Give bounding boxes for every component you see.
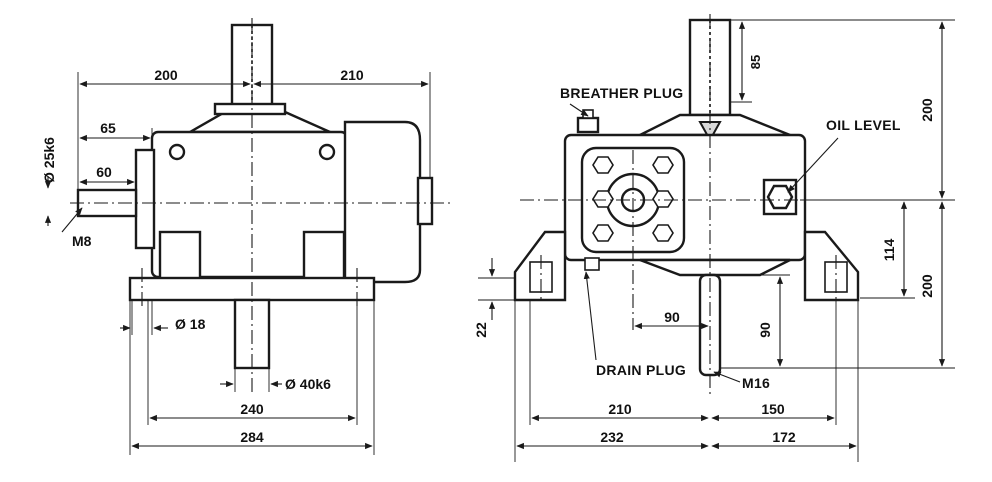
dim-input-shaft-diameter: Ø 25k6 <box>41 137 57 183</box>
dim-output-shaft-diameter: Ø 40k6 <box>285 376 331 392</box>
side-view: BREATHER PLUG OIL LEVEL DRAIN PLUG M16 8… <box>473 14 955 462</box>
dim-150: 150 <box>761 401 785 417</box>
breather-plug-label: BREATHER PLUG <box>560 85 683 101</box>
dim-240: 240 <box>240 401 264 417</box>
dim-200-front: 200 <box>154 67 178 83</box>
side-hex-bolt-5 <box>592 190 614 208</box>
side-hex-bolt-6 <box>652 190 674 208</box>
front-right-cap <box>416 176 434 226</box>
dim-232: 232 <box>600 429 624 445</box>
front-bolt-1 <box>168 143 186 161</box>
oil-level-label: OIL LEVEL <box>826 117 901 133</box>
dim-65: 65 <box>100 120 116 136</box>
dim-114: 114 <box>881 238 897 261</box>
side-hex-bolt-2 <box>652 156 674 174</box>
side-hex-bolt-1 <box>592 156 614 174</box>
front-bolt-2 <box>318 143 336 161</box>
dim-60: 60 <box>96 164 112 180</box>
dim-210-side: 210 <box>608 401 632 417</box>
front-shaft-collar <box>213 102 287 116</box>
dim-200-bottom: 200 <box>919 274 935 298</box>
dim-90-horizontal: 90 <box>664 309 680 325</box>
side-breather-plug <box>576 116 600 134</box>
dim-85: 85 <box>748 55 763 69</box>
dim-172: 172 <box>772 429 796 445</box>
m16-label: M16 <box>742 375 770 391</box>
front-motor-cover <box>343 120 422 284</box>
dim-90-vertical: 90 <box>757 322 773 338</box>
side-oil-level-plug <box>766 184 794 210</box>
front-view: 200 210 65 60 Ø 25k6 M8 Ø 18 Ø 40k6 <box>41 18 450 455</box>
dim-210-front: 210 <box>340 67 364 83</box>
front-right-foot <box>302 230 346 282</box>
dim-hole-18: Ø 18 <box>175 316 206 332</box>
front-left-foot <box>158 230 202 282</box>
side-hex-bolt-4 <box>652 224 674 242</box>
drain-plug-label: DRAIN PLUG <box>596 362 686 378</box>
dim-m8: M8 <box>72 233 92 249</box>
side-drain-plug <box>584 257 600 271</box>
side-hex-bolt-3 <box>592 224 614 242</box>
dim-284: 284 <box>240 429 264 445</box>
front-left-flange <box>134 148 156 250</box>
dim-200-top: 200 <box>919 98 935 122</box>
side-bottom-cover <box>639 258 791 277</box>
dim-22: 22 <box>473 322 489 338</box>
